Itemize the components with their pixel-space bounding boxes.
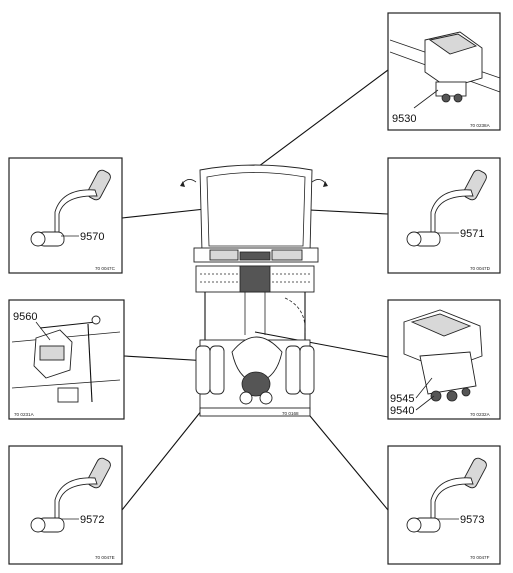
- mount-9560: [57, 387, 79, 403]
- ref-code-truck: 70 0168: [282, 411, 299, 416]
- modulator-top-face: [410, 313, 472, 337]
- part-label-9540: 9540: [390, 405, 414, 417]
- ref-code-9560: 70 0231A: [14, 412, 35, 417]
- wheel-left-inner: [209, 345, 225, 395]
- leader-9530: [242, 69, 389, 179]
- grille-right: [271, 249, 303, 261]
- wheel-right-outer: [299, 345, 315, 395]
- ref-code-9530: 70 0238A: [470, 123, 491, 128]
- lever-knob-9571: [406, 231, 422, 247]
- linkage-rod-9560: [87, 323, 93, 403]
- wheel-right-inner: [285, 345, 301, 395]
- wheel-left-outer: [195, 345, 211, 395]
- leader-9545-9540: [254, 331, 389, 358]
- part-label-9545: 9545: [390, 393, 414, 405]
- linkage-pivot-9560: [91, 315, 101, 325]
- part-label-9573: 9573: [460, 514, 484, 526]
- modulator-port-b: [446, 390, 458, 402]
- differential: [241, 371, 271, 397]
- hub-left: [239, 391, 253, 405]
- cab-outline: [199, 164, 313, 253]
- ref-code-9570: 70 0047C: [95, 266, 116, 271]
- leader-9572: [121, 394, 215, 511]
- truck-drawing: 70 0168: [180, 164, 328, 417]
- ref-code-9573: 70 0047F: [470, 555, 490, 560]
- rear-bar: [199, 407, 311, 417]
- valve-port-9530-a: [441, 93, 451, 103]
- pointer-9545: [415, 377, 433, 399]
- box-9572: 9572 70 0047E: [8, 445, 123, 565]
- pointer-9530: [413, 89, 439, 109]
- valve-port-9530-b: [453, 93, 463, 103]
- valve-face-9560: [39, 345, 65, 361]
- frame-center: [239, 265, 271, 293]
- linkage-bar-9560: [39, 321, 97, 329]
- box-9573: 9573 70 0047F: [387, 445, 501, 565]
- pointer-9540: [415, 395, 435, 411]
- modulator-port-a: [430, 390, 442, 402]
- box-9560: 9560 70 0231A: [8, 299, 125, 420]
- lever-knob-9570: [30, 231, 46, 247]
- engine-top: [239, 251, 271, 261]
- tilt-arrowhead-right: [323, 181, 328, 187]
- box-9530: 9530 70 0238A: [387, 12, 501, 131]
- part-label-9570: 9570: [80, 231, 104, 243]
- tilt-arrow-left: [181, 179, 197, 185]
- part-label-9530: 9530: [392, 113, 416, 125]
- modulator-lower: [419, 351, 477, 395]
- box-9570: 9570 70 0047C: [8, 157, 123, 274]
- dashed-path: [284, 297, 306, 335]
- tilt-arrowhead-left: [180, 181, 185, 187]
- part-label-9572: 9572: [80, 514, 104, 526]
- differential-housing: [231, 336, 283, 383]
- box-9545-9540: 9545 9540 70 0232A: [387, 299, 501, 420]
- valve-base-9530: [435, 81, 467, 97]
- ref-code-9545: 70 0232A: [470, 412, 491, 417]
- grille-left: [209, 249, 239, 261]
- box-9571: 9571 70 0047D: [387, 157, 501, 274]
- valve-top-9530: [428, 33, 478, 55]
- rail-9560-b: [11, 379, 121, 389]
- tilt-arrow-right: [311, 179, 327, 185]
- modulator-port-c: [461, 387, 471, 397]
- ref-code-9571: 70 0047D: [470, 266, 491, 271]
- part-label-9560: 9560: [13, 311, 37, 323]
- lever-knob-9572: [30, 517, 46, 533]
- pointer-9560: [35, 321, 51, 341]
- lever-knob-9573: [406, 517, 422, 533]
- hub-right: [259, 391, 273, 405]
- part-label-9571: 9571: [460, 228, 484, 240]
- ref-code-9572: 70 0047E: [95, 555, 115, 560]
- windscreen: [206, 172, 306, 247]
